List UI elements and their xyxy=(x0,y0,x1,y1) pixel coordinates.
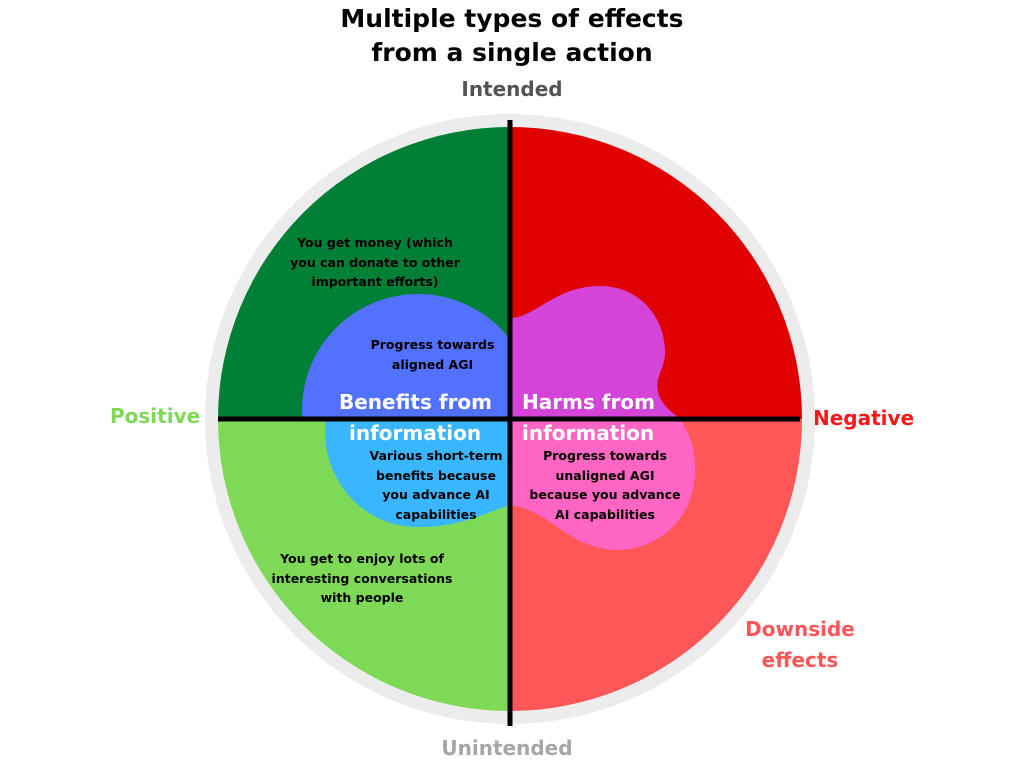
text-line: unaligned AGI xyxy=(555,467,655,483)
benefits-title-line-1: Benefits from xyxy=(339,390,493,414)
text-line: benefits because xyxy=(376,467,496,483)
benefits-title: Benefits from information xyxy=(339,387,492,449)
downside-line-1: Downside xyxy=(745,617,855,641)
text-line: Various short-term xyxy=(369,448,503,463)
text-line: You get money (which xyxy=(297,235,453,250)
downside-line-2: effects xyxy=(761,648,839,672)
axis-label-negative: Negative xyxy=(813,406,915,430)
title-line-2: from a single action xyxy=(371,38,653,67)
benefits-title-line-2: information xyxy=(349,421,482,445)
text-line: AI capabilities xyxy=(555,506,655,522)
text-line: capabilities xyxy=(395,506,477,522)
blob-text-aligned-agi: Progress towards aligned AGI xyxy=(355,335,510,374)
text-line: because you advance xyxy=(529,487,681,502)
blob-text-short-term-benefits: Various short-term benefits because you … xyxy=(358,446,514,524)
axis-label-intended: Intended xyxy=(461,77,563,101)
text-line: with people xyxy=(320,590,404,605)
text-line: aligned AGI xyxy=(391,356,474,372)
text-line: important efforts) xyxy=(311,274,439,289)
quadrant-text-money: You get money (which you can donate to o… xyxy=(270,233,480,292)
text-line: interesting conversations xyxy=(271,570,453,586)
benefits-blob-upper xyxy=(302,294,510,419)
harms-title-line-2: information xyxy=(522,421,655,445)
text-line: Progress towards xyxy=(370,337,495,352)
text-line: You get to enjoy lots of xyxy=(280,551,444,566)
harms-blob-upper xyxy=(510,286,680,419)
axis-label-unintended: Unintended xyxy=(441,736,573,760)
harms-blob-lower xyxy=(510,419,696,550)
harms-title-line-1: Harms from xyxy=(522,390,655,414)
downside-effects-label: Downside effects xyxy=(728,614,872,676)
blob-text-unaligned-agi: Progress towards unaligned AGI because y… xyxy=(515,446,695,524)
benefits-blob-lower xyxy=(325,419,510,528)
quadrant-text-conversations: You get to enjoy lots of interesting con… xyxy=(252,549,472,608)
text-line: Progress towards xyxy=(543,448,667,463)
title-line-1: Multiple types of effects xyxy=(340,4,684,33)
text-line: you advance AI xyxy=(382,487,490,502)
diagram-title: Multiple types of effects from a single … xyxy=(0,2,1024,70)
text-line: you can donate to other xyxy=(290,254,460,270)
harms-title: Harms from information xyxy=(522,387,655,449)
axis-label-positive: Positive xyxy=(110,404,201,428)
